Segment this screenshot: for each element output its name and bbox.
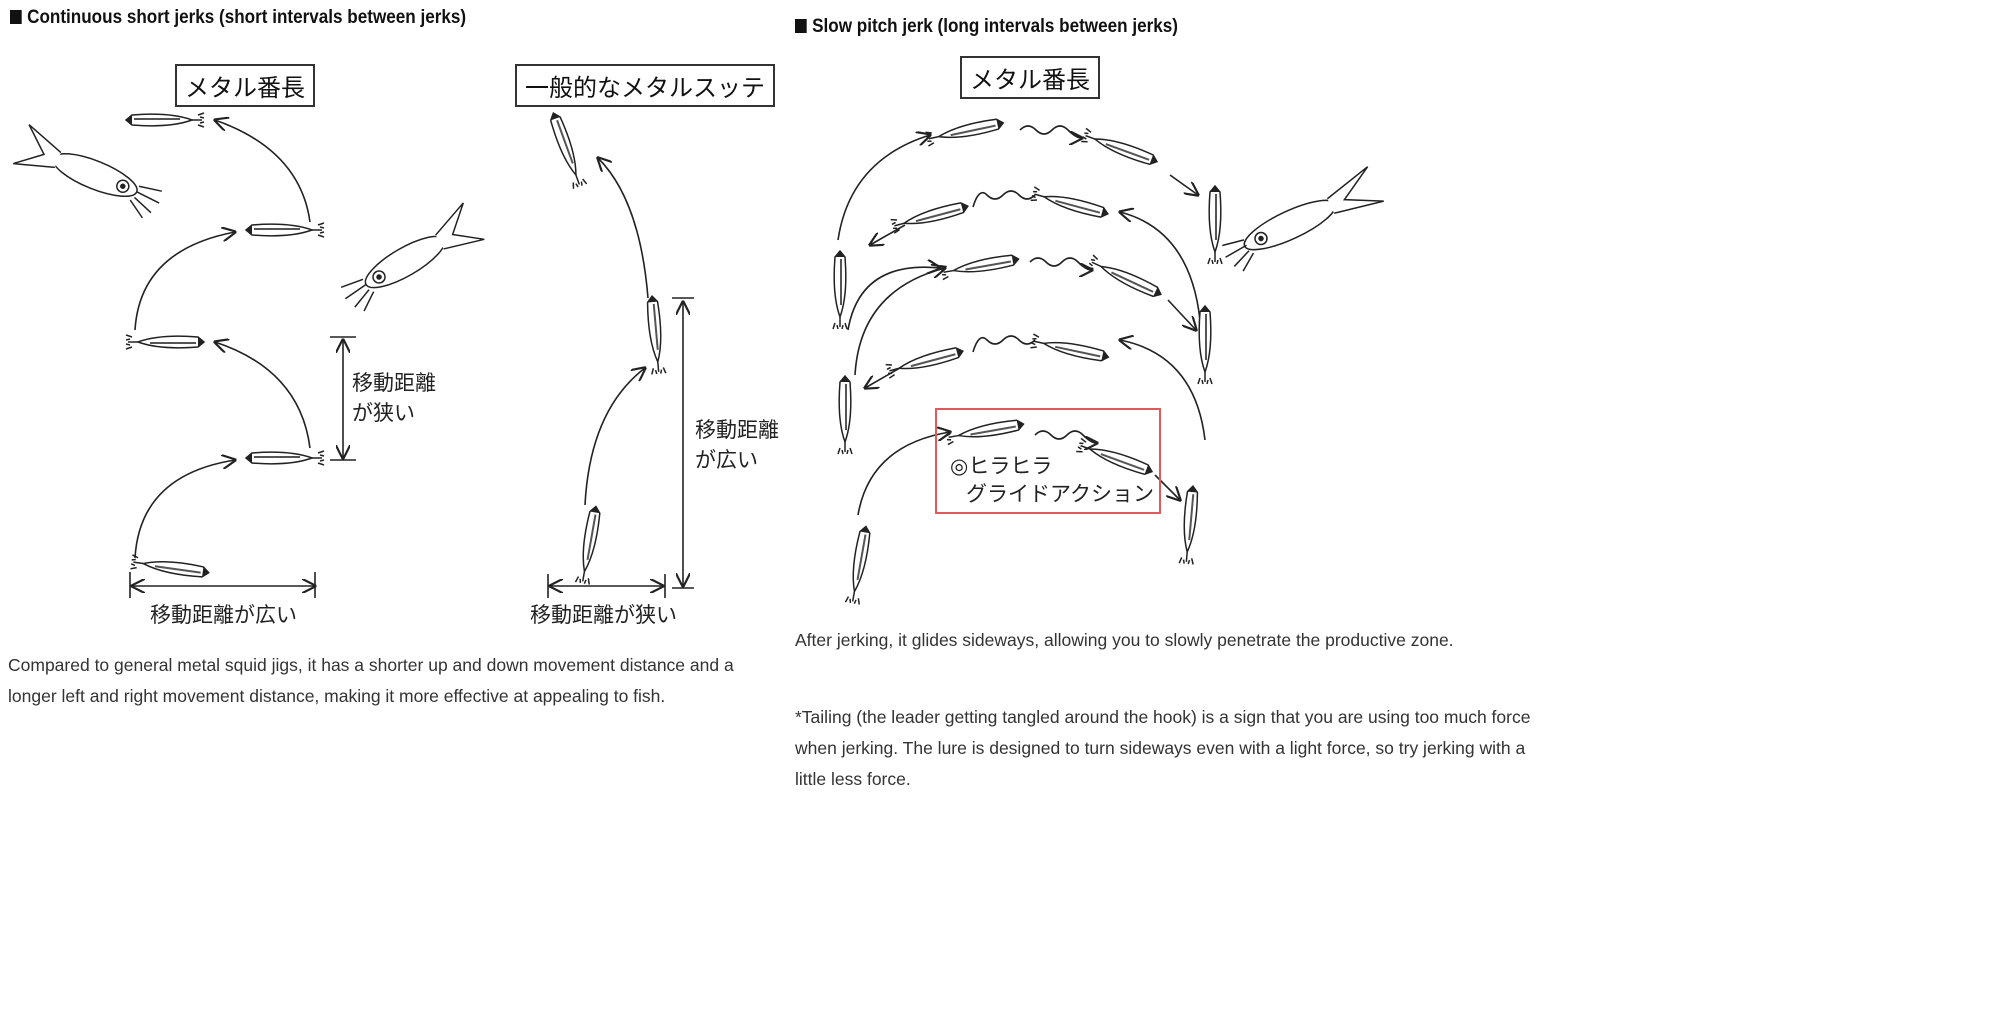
metal-jig-lure-icon (130, 554, 210, 578)
metal-jig-lure-icon (124, 112, 205, 128)
metal-jig-lure-icon (1076, 437, 1154, 476)
metal-jig-lure-icon (646, 294, 667, 375)
heading-text: Continuous short jerks (short intervals … (27, 7, 467, 28)
bancho-horizontal-distance-label: 移動距離が広い (150, 603, 297, 627)
text-line: little less force. (795, 769, 911, 789)
heading-text: Slow pitch jerk (long intervals between … (812, 16, 1178, 37)
general-horizontal-distance-label: 移動距離が狭い (530, 603, 677, 627)
right-description: After jerking, it glides sideways, allow… (795, 630, 1454, 650)
metal-jig-lure-icon (125, 334, 206, 350)
bullet-square-icon (10, 10, 22, 24)
label-general-metal-sutte: 一般的なメタルスッテ (515, 64, 775, 107)
section-heading-continuous-jerks: Continuous short jerks (short intervals … (10, 7, 466, 29)
label-line: ◎ヒラヒラ (950, 454, 1053, 478)
metal-jig-lure-icon (837, 374, 853, 455)
metal-jig-lure-icon (890, 202, 969, 234)
metal-jig-lure-icon (844, 525, 871, 605)
metal-jig-lure-icon (549, 111, 588, 189)
metal-jig-lure-icon (925, 118, 1005, 147)
metal-jig-lure-icon (1030, 186, 1109, 218)
bancho-vertical-distance-label: 移動距離が狭い (352, 368, 436, 428)
metal-jig-lure-icon (244, 450, 325, 466)
label-metal-bancho-right: メタル番長 (960, 56, 1100, 99)
label-metal-bancho: メタル番長 (175, 64, 315, 107)
left-description: Compared to general metal squid jigs, it… (8, 650, 734, 712)
metal-jig-lure-icon (1197, 304, 1213, 385)
metal-jig-lure-icon (945, 419, 1025, 446)
metal-jig-lure-icon (940, 254, 1020, 281)
metal-jig-lure-icon (1178, 484, 1199, 565)
squid-illustration (13, 124, 162, 219)
metal-jig-lure-icon (1081, 127, 1159, 166)
metal-jig-lure-icon (885, 347, 964, 379)
section-heading-slow-pitch: Slow pitch jerk (long intervals between … (795, 16, 1178, 38)
glide-action-label: ◎ヒラヒラグライドアクション (950, 452, 1154, 508)
tailing-note: *Tailing (the leader getting tangled aro… (795, 702, 1530, 795)
text-line: Compared to general metal squid jigs, it… (8, 655, 734, 675)
metal-jig-lure-icon (1087, 254, 1162, 298)
label-line: 移動距離 (352, 371, 436, 395)
squid-illustration (1222, 166, 1384, 272)
text-line: *Tailing (the leader getting tangled aro… (795, 707, 1531, 727)
metal-jig-lure-icon (244, 222, 325, 238)
metal-jig-lure-icon (574, 505, 601, 585)
text-line: longer left and right movement distance,… (8, 686, 666, 706)
label-line: が広い (695, 448, 758, 472)
label-line: グライドアクション (966, 482, 1154, 506)
squid-illustration (340, 202, 485, 312)
metal-jig-lure-icon (1207, 184, 1223, 265)
glide-action-highlight-box (935, 408, 1161, 514)
text-line: when jerking. The lure is designed to tu… (795, 738, 1526, 758)
bullet-square-icon (795, 19, 807, 33)
general-vertical-distance-label: 移動距離が広い (695, 415, 779, 475)
label-line: 移動距離 (695, 418, 779, 442)
label-line: が狭い (352, 401, 415, 425)
metal-jig-lure-icon (832, 249, 848, 330)
metal-jig-lure-icon (1030, 333, 1110, 362)
